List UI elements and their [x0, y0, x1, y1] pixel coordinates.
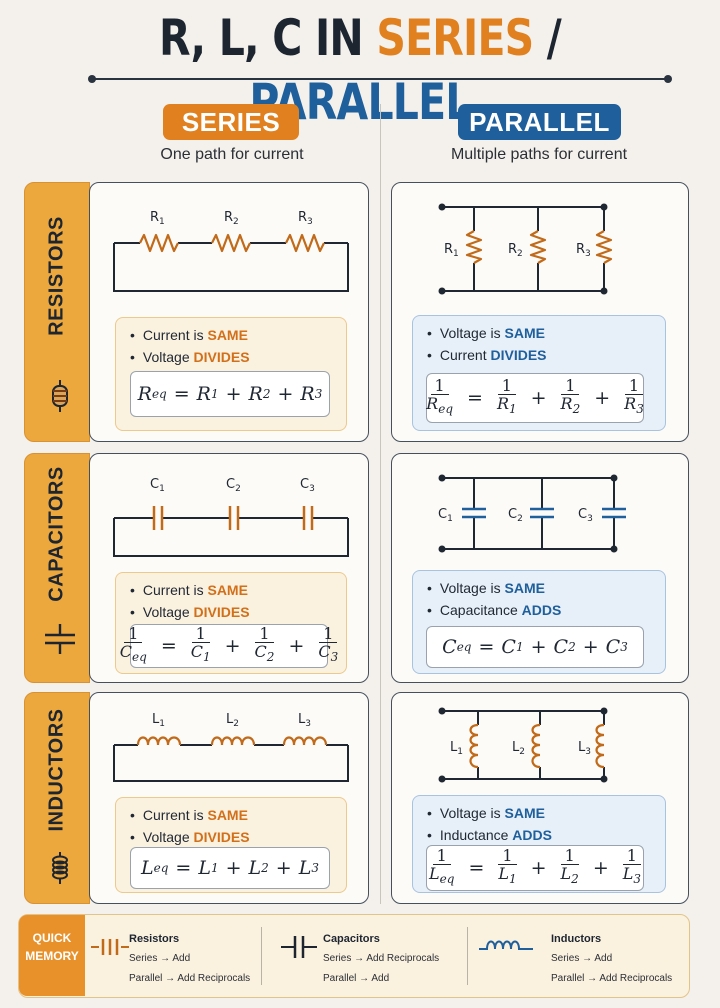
inductors-tab: INDUCTORS [24, 692, 90, 904]
inductors-parallel-card: L1 L2 L3 Voltage is SAME Inductance ADDS… [391, 692, 689, 904]
svg-text:C2: C2 [226, 477, 241, 494]
svg-text:R1: R1 [444, 242, 459, 259]
capacitors-series-circuit: C1 C2 C3 [113, 477, 349, 557]
title-divider [88, 75, 672, 83]
resistors-series-circuit: R1 R2 R3 [113, 210, 349, 292]
inductor-icon [479, 940, 533, 950]
resistor-icon [52, 380, 68, 412]
svg-text:R2: R2 [508, 242, 523, 259]
svg-text:L2: L2 [226, 712, 239, 729]
svg-text:L2: L2 [512, 740, 525, 757]
inductors-series-circuit: L1 L2 L3 [113, 712, 349, 782]
capacitor-icon [281, 936, 317, 958]
quick-memory-label: QUICK MEMORY [19, 915, 85, 996]
quick-memory-capacitors: Capacitors Series → Add Reciprocals Para… [277, 915, 467, 997]
svg-text:C1: C1 [150, 477, 165, 494]
capacitors-parallel-card: C1 C2 C3 Voltage is SAME Capacitance ADD… [391, 453, 689, 683]
svg-text:C3: C3 [578, 507, 593, 524]
quick-memory-inductors: Inductors Series → Add Parallel → Add Re… [477, 915, 687, 997]
quick-memory-separator [261, 927, 262, 985]
series-header: SERIES [163, 104, 299, 140]
capacitors-series-card: C1 C2 C3 Current is SAME Voltage DIVIDES… [89, 453, 369, 683]
inductors-series-card: L1 L2 L3 Current is SAME Voltage DIVIDES… [89, 692, 369, 904]
svg-text:C2: C2 [508, 507, 523, 524]
svg-text:L1: L1 [450, 740, 463, 757]
label-r3: R3 [298, 210, 313, 227]
svg-text:L1: L1 [152, 712, 165, 729]
svg-text:L3: L3 [298, 712, 311, 729]
resistors-parallel-card: R1 R2 R3 Voltage is SAME Current DIVIDES… [391, 182, 689, 442]
capacitors-tab: CAPACITORS [24, 453, 90, 683]
resistors-tab: RESISTORS [24, 182, 90, 442]
svg-text:R3: R3 [576, 242, 591, 259]
capacitors-parallel-circuit: C1 C2 C3 [438, 474, 626, 553]
svg-text:C3: C3 [300, 477, 315, 494]
label-r2: R2 [224, 210, 239, 227]
quick-memory-panel: QUICK MEMORY Resistors Series → Add Para… [18, 914, 690, 998]
inductors-parallel-circuit: L1 L2 L3 [438, 707, 608, 783]
quick-memory-separator [467, 927, 468, 985]
label-r1: R1 [150, 210, 165, 227]
quick-memory-resistors: Resistors Series → Add Parallel → Add Re… [89, 915, 269, 997]
parallel-header: PARALLEL [458, 104, 621, 140]
column-divider [380, 104, 381, 904]
parallel-subtitle: Multiple paths for current [450, 146, 628, 163]
capacitor-icon [45, 624, 75, 654]
svg-text:C1: C1 [438, 507, 453, 524]
resistors-series-card: R1 R2 R3 Current is SAME Voltage DIVIDES… [89, 182, 369, 442]
inductor-icon [52, 852, 68, 884]
resistor-icon [91, 939, 129, 955]
resistors-parallel-circuit: R1 R2 R3 [438, 203, 613, 295]
svg-text:L3: L3 [578, 740, 591, 757]
series-subtitle: One path for current [160, 146, 304, 163]
